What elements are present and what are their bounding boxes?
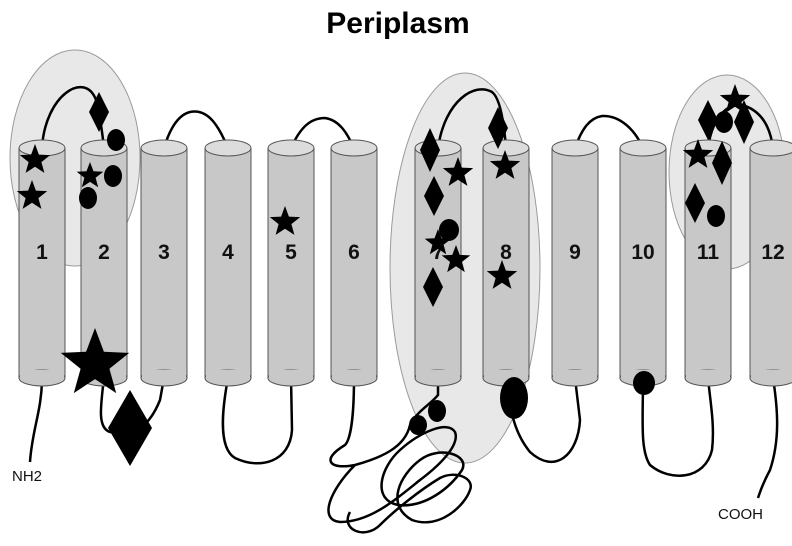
helix-10: 10 [620,140,666,386]
circle-marker [107,129,125,151]
helix-number-label: 4 [222,241,234,264]
circle-marker [409,415,427,435]
helix-number-label: 11 [697,241,720,264]
helix-number-label: 9 [569,241,581,264]
helix-number-label: 6 [348,241,360,264]
helix-12: 12 [750,140,792,386]
helix-number-label: 12 [761,241,784,264]
circle-marker [715,111,733,133]
helix-number-label: 1 [36,241,48,264]
helix-4: 4 [205,140,251,386]
diamond-marker [108,390,152,466]
circle-marker [633,371,655,395]
n-terminus-label: NH2 [12,468,42,485]
helix-3: 3 [141,140,187,386]
circle-marker [104,165,122,187]
helix-number-label: 5 [285,241,297,264]
n-terminal-tail [30,378,42,462]
loop-4-5 [223,378,292,463]
helix-9: 9 [552,140,598,386]
helix-5: 5 [268,140,314,386]
helix-1: 1 [19,140,65,386]
helix-8: 8 [483,140,529,386]
c-terminus-label: COOH [718,506,763,523]
loop-10-11 [643,378,713,476]
helix-6: 6 [331,140,377,386]
helix-number-label: 10 [631,241,654,264]
circle-marker [707,205,725,227]
circle-marker [428,400,446,422]
helix-number-label: 2 [98,241,110,264]
helix-number-label: 3 [158,241,170,264]
circle-marker [79,187,97,209]
c-terminal-tail [758,378,777,498]
diagram-title: Periplasm [326,7,469,40]
circle-marker [500,377,528,419]
circle-marker [439,219,459,241]
